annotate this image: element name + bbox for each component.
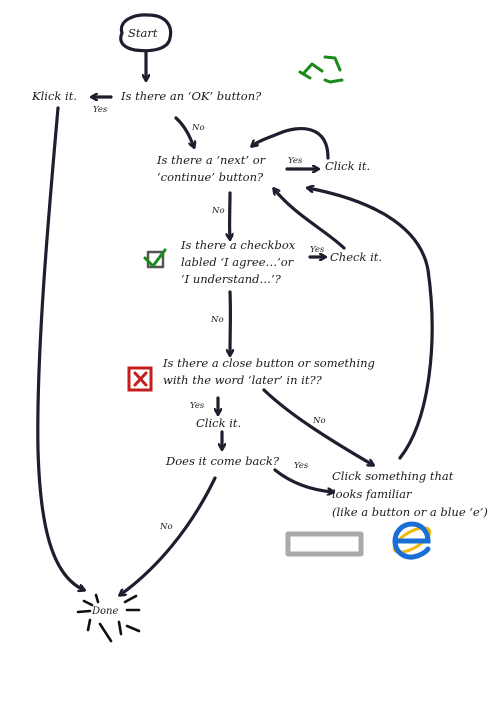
question-comes-back: Does it come back? — [166, 454, 279, 468]
start-node-outline — [119, 13, 173, 53]
internet-explorer-icon — [392, 521, 432, 560]
question-ok-button: Is there an ‘OK’ button? — [121, 89, 262, 103]
done-label: Done — [92, 606, 119, 617]
action-check-it: Check it. — [330, 250, 383, 264]
question-next-line1: Is there a ‘next’ or — [157, 153, 266, 167]
question-close-line2: with the word ‘later’ in it?? — [163, 373, 322, 387]
label-yes-next: Yes — [288, 156, 303, 166]
question-checkbox-line3: ‘I understand…’? — [181, 272, 281, 286]
arrow-check-to-next — [274, 189, 346, 250]
done-burst — [76, 593, 141, 643]
label-no-close: No — [313, 416, 326, 426]
arrow-back-yes — [273, 468, 333, 492]
action-familiar-line3: (like a button or a blue ‘e’) — [332, 505, 488, 519]
checkbox-icon — [143, 248, 167, 269]
action-familiar-line1: Click something that — [332, 469, 454, 483]
arrow-ok-no — [174, 116, 194, 147]
action-click-it-close: Click it. — [196, 416, 242, 430]
label-yes-back: Yes — [294, 461, 309, 471]
arrow-klick-to-done — [36, 106, 84, 590]
gray-button-icon — [285, 531, 364, 557]
start-label: Start — [128, 26, 158, 40]
label-no-ok: No — [192, 123, 205, 133]
action-click-it-next: Click it. — [325, 159, 371, 173]
arrow-close-no — [262, 388, 373, 465]
question-next-line2: ‘continue’ button? — [157, 170, 264, 184]
label-yes-ok: Yes — [93, 105, 108, 115]
action-familiar-line2: looks familiar — [332, 487, 412, 501]
label-no-next: No — [212, 206, 225, 216]
label-no-checkbox: No — [211, 315, 224, 325]
label-yes-checkbox: Yes — [310, 245, 325, 255]
question-checkbox-line2: labled ‘I agree…’or — [181, 255, 294, 269]
recycle-icon — [298, 55, 344, 84]
close-icon — [127, 366, 153, 392]
label-yes-close: Yes — [190, 401, 205, 411]
arrow-click-loop — [252, 127, 330, 160]
action-klick-it: Klick it. — [32, 89, 77, 103]
label-no-back: No — [160, 522, 173, 532]
question-checkbox-line1: Is there a checkbox — [181, 238, 296, 252]
arrow-familiar-loop — [308, 188, 434, 460]
question-close-line1: Is there a close button or something — [163, 356, 375, 370]
arrow-back-no — [120, 476, 217, 595]
